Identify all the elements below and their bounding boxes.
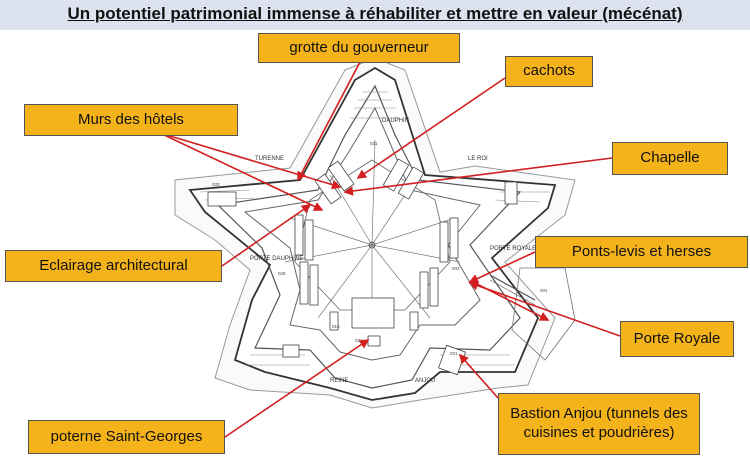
number-label: 024 bbox=[355, 338, 363, 343]
label-dauphin: DAUPHIN bbox=[382, 118, 409, 124]
callout-eclairage-architectural: Eclairage architectural bbox=[5, 250, 222, 282]
title-bar bbox=[0, 0, 750, 30]
label-porte-royale: PORTE ROYALE bbox=[490, 246, 536, 252]
number-label: 021 bbox=[450, 351, 458, 356]
number-label: 002 bbox=[452, 266, 460, 271]
label-porte-dauphine: PORTE DAUPHINE bbox=[250, 256, 303, 262]
number-label: 033 bbox=[212, 182, 220, 187]
callout-cachots: cachots bbox=[505, 56, 593, 87]
label-anjou: ANJOU bbox=[415, 378, 435, 384]
label-le-roi: LE ROI bbox=[468, 156, 488, 162]
callout-murs-des-hotels: Murs des hôtels bbox=[24, 104, 238, 136]
callout-poterne-saint-georges: poterne Saint-Georges bbox=[28, 420, 225, 454]
callout-bastion-anjou: Bastion Anjou (tunnels des cuisines et p… bbox=[498, 393, 700, 455]
label-turenne: TURENNE bbox=[255, 156, 284, 162]
callout-ponts-levis-et-herses: Ponts-levis et herses bbox=[535, 236, 748, 268]
label-reine: REINE bbox=[330, 378, 348, 384]
callout-chapelle: Chapelle bbox=[612, 142, 728, 175]
number-label: 001 bbox=[540, 288, 548, 293]
number-label: 013 bbox=[332, 324, 340, 329]
number-label: 031 bbox=[370, 141, 378, 146]
number-label: 028 bbox=[278, 271, 286, 276]
page-title: Un potentiel patrimonial immense à réhab… bbox=[67, 4, 683, 23]
callout-grotte-du-gouverneur: grotte du gouverneur bbox=[258, 33, 460, 63]
central-well bbox=[368, 241, 376, 249]
callout-porte-royale: Porte Royale bbox=[620, 321, 734, 357]
